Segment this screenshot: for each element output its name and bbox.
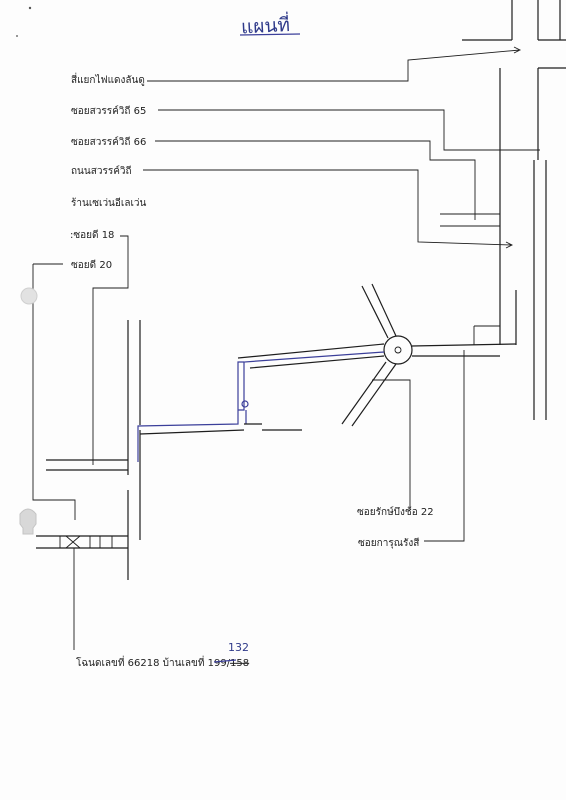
route-path: [137, 351, 385, 462]
road-side-segments: [440, 213, 501, 345]
smudge-dot-2: [16, 35, 18, 37]
road-main-top: [462, 0, 513, 41]
land-plot: [59, 535, 113, 549]
roundabout-sw-road-2: [351, 363, 397, 427]
deed-text: โฉนดเลขที่ 66218 บ้านเลขที่ 199/158: [76, 655, 249, 669]
roundabout-east-road: [411, 343, 517, 357]
road-right-lower: [533, 160, 547, 420]
road-vertical-b: [127, 430, 141, 580]
land-plot-cross: [65, 535, 101, 549]
road-vertical-a: [127, 320, 141, 475]
road-main-vertical: [499, 68, 517, 345]
roundabout-sw-road-1: [341, 361, 387, 425]
old-number-strike: [213, 659, 237, 663]
roundabout-center: [394, 346, 402, 354]
leader-raksabueng: [372, 379, 411, 510]
route-marker: [241, 400, 249, 408]
leader-soi-dee-20: [32, 263, 76, 520]
leader-soi-dee-18: [92, 235, 129, 465]
pushpin-icon: [19, 508, 37, 535]
label-soi-65: ซอยสวรรค์วิถี 65: [71, 105, 146, 117]
label-karunrangsi: ซอยการุณรังสี: [358, 537, 419, 549]
label-raksabueng-22: ซอยรักษ์บึงช้อ 22: [357, 506, 434, 518]
deed-number: โฉนดเลขที่ 66218 บ้านเลขที่ 199/: [76, 655, 231, 669]
smudge-dot-1: [28, 6, 32, 10]
leader-soi-65: [158, 109, 540, 151]
label-road: ถนนสวรรค์วิถี: [71, 165, 132, 177]
roundabout-north-road-1: [361, 285, 389, 339]
label-soi-dee-18: :ซอยดี 18: [70, 229, 114, 241]
new-house-number: 132: [228, 641, 249, 654]
road-horizontal-left: [46, 459, 128, 471]
label-seven-eleven: ร้านเซเว่นอีเลเว่น: [71, 197, 146, 209]
leader-road: [143, 169, 514, 249]
roundabout-west-road: [237, 343, 385, 369]
leader-soi-66: [155, 140, 476, 220]
label-intersection: สี่แยกไฟแดงลันดู: [71, 72, 145, 86]
title-underline: [239, 33, 301, 36]
road-right-edge-2: [538, 0, 566, 69]
label-soi-66: ซอยสวรรค์วิถี 66: [71, 136, 146, 148]
road-horizontal-lower: [139, 423, 302, 435]
leader-intersection: [147, 46, 522, 82]
old-house-number: 158: [230, 658, 249, 669]
road-horizontal-plot: [36, 535, 128, 549]
roundabout: [383, 335, 413, 365]
leader-karunrangsi: [424, 350, 465, 542]
punch-hole-top: [20, 287, 38, 305]
roundabout-north-road-2: [371, 283, 397, 337]
label-soi-dee-20: ซอยดี 20: [71, 259, 112, 271]
